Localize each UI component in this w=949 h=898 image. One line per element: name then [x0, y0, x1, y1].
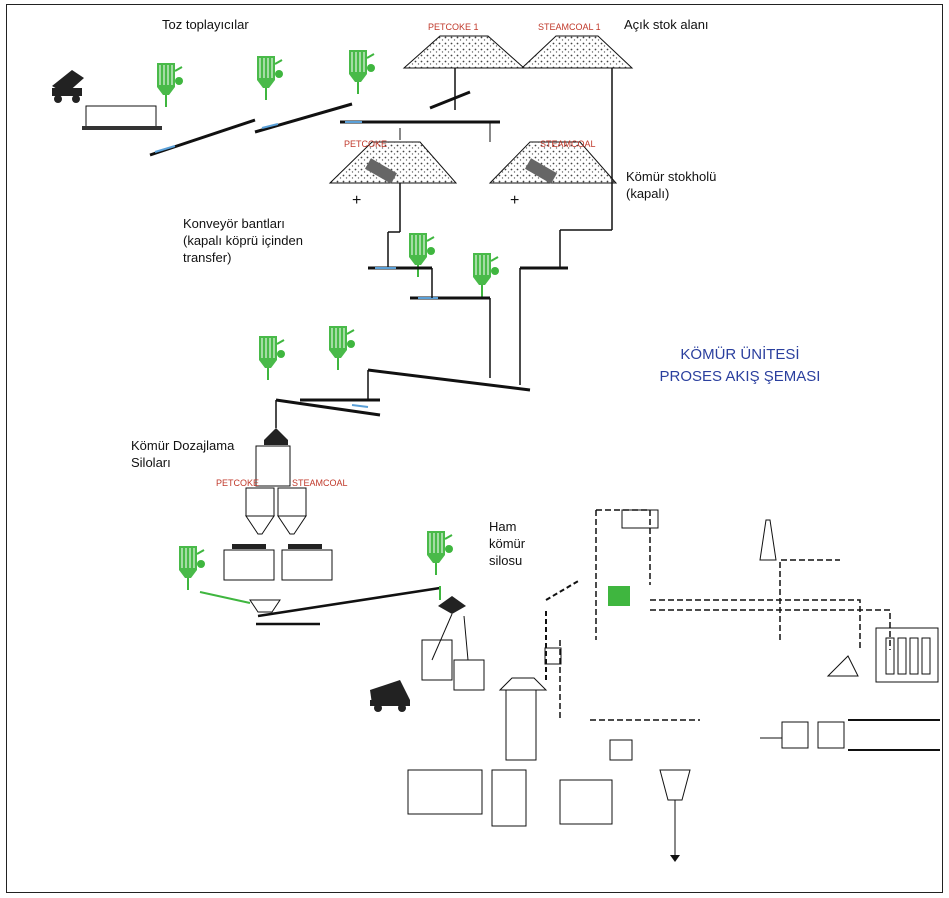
dust-collector-icon	[156, 62, 184, 108]
dust-collector-icon	[328, 325, 356, 371]
dust-collector-icon	[426, 530, 454, 576]
dust-collector-icon	[408, 232, 436, 278]
dust-collector-icon	[256, 55, 284, 101]
diagram-title: KÖMÜR ÜNİTESİ PROSES AKIŞ ŞEMASI	[659, 346, 821, 385]
stockpile-icon	[488, 141, 618, 184]
dust-collector-icon	[472, 252, 500, 298]
tag-steamcoal: STEAMCOAL	[540, 139, 596, 149]
label-raw-coal-silo: Ham kömür silosu	[489, 519, 526, 568]
svg-text:+: +	[510, 192, 519, 209]
label-open-stock: Açık stok alanı	[624, 17, 709, 32]
dust-collector-icon	[258, 335, 286, 381]
tag-petcoke: PETCOKE	[344, 139, 387, 149]
stockpile-icon	[520, 35, 634, 69]
stockpile-icon	[328, 141, 458, 184]
tag-petcoke-1: PETCOKE 1	[428, 22, 479, 32]
stockpile-icon	[402, 35, 526, 69]
label-dosing-silos: Kömür Dozajlama Siloları	[131, 438, 235, 470]
chimney-icon	[759, 519, 777, 561]
dust-collector-icon	[178, 545, 206, 591]
svg-text:+: +	[352, 192, 361, 209]
tag-steamcoal-1: STEAMCOAL 1	[538, 22, 601, 32]
dust-collector-icon	[348, 49, 376, 95]
label-coal-stockyard: Kömür stokholü (kapalı)	[626, 169, 717, 201]
label-conveyors: Konveyör bantları (kapalı köprü içinden …	[183, 216, 303, 265]
tag-dosing-steamcoal: STEAMCOAL	[292, 478, 348, 488]
dump-truck-icon	[370, 680, 410, 712]
dump-truck-icon	[52, 70, 84, 103]
label-dust-collectors: Toz toplayıcılar	[162, 17, 249, 32]
tag-dosing-petcoke: PETCOKE	[216, 478, 259, 488]
